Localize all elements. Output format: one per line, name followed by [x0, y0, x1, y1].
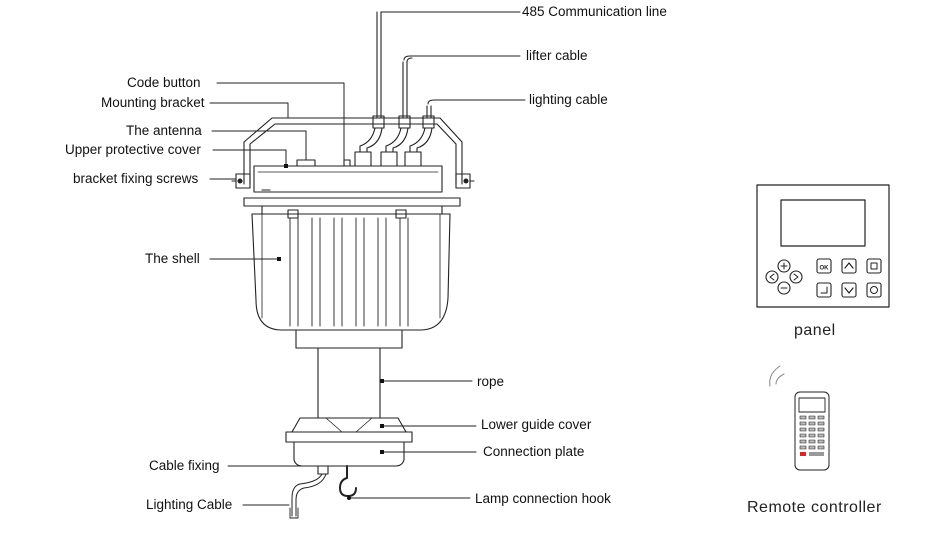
- top-cables: [354, 11, 526, 167]
- shell: [243, 197, 461, 349]
- control-panel: OK: [756, 184, 890, 308]
- panel-ok-button[interactable]: [816, 258, 832, 274]
- leader-lines: [209, 11, 521, 506]
- label-code-button: Code button: [127, 75, 201, 90]
- panel-right-button[interactable]: [789, 270, 803, 284]
- label-antenna: The antenna: [126, 123, 202, 138]
- label-lifter-cable: lifter cable: [526, 48, 588, 63]
- rope-section: [317, 347, 381, 419]
- panel-up-button[interactable]: [777, 259, 791, 273]
- panel-power-button[interactable]: [866, 282, 882, 298]
- remote-controller: [769, 365, 830, 471]
- label-rope: rope: [477, 374, 505, 389]
- panel-back-button[interactable]: [816, 282, 832, 298]
- label-cable-fixing: Cable fixing: [149, 458, 220, 473]
- label-mounting-bracket: Mounting bracket: [101, 95, 205, 110]
- label-shell: The shell: [145, 251, 200, 266]
- upper-protective-cover: [253, 159, 443, 193]
- lower-assembly: [285, 417, 413, 519]
- label-lamp-connection-hook: Lamp connection hook: [475, 491, 611, 506]
- panel-menu-button[interactable]: [866, 258, 882, 274]
- label-lower-guide-cover: Lower guide cover: [481, 417, 592, 432]
- panel-ok-text: OK: [820, 266, 830, 272]
- panel-down-button[interactable]: [777, 281, 791, 295]
- label-communication-line: 485 Communication line: [522, 4, 667, 19]
- leader-dots: [277, 164, 384, 500]
- label-connection-plate: Connection plate: [483, 444, 585, 459]
- caption-remote-controller: Remote controller: [747, 499, 882, 516]
- label-upper-protective-cover: Upper protective cover: [65, 142, 201, 157]
- label-bracket-fixing-screws: bracket fixing screws: [73, 171, 199, 186]
- label-lighting-cable-bottom: Lighting Cable: [146, 497, 233, 512]
- mounting-bracket: [231, 117, 475, 189]
- panel-down-arrow-button[interactable]: [841, 282, 857, 298]
- caption-panel: panel: [794, 322, 836, 339]
- panel-left-button[interactable]: [765, 270, 779, 284]
- panel-up-arrow-button[interactable]: [841, 258, 857, 274]
- label-lighting-cable-top: lighting cable: [529, 92, 608, 107]
